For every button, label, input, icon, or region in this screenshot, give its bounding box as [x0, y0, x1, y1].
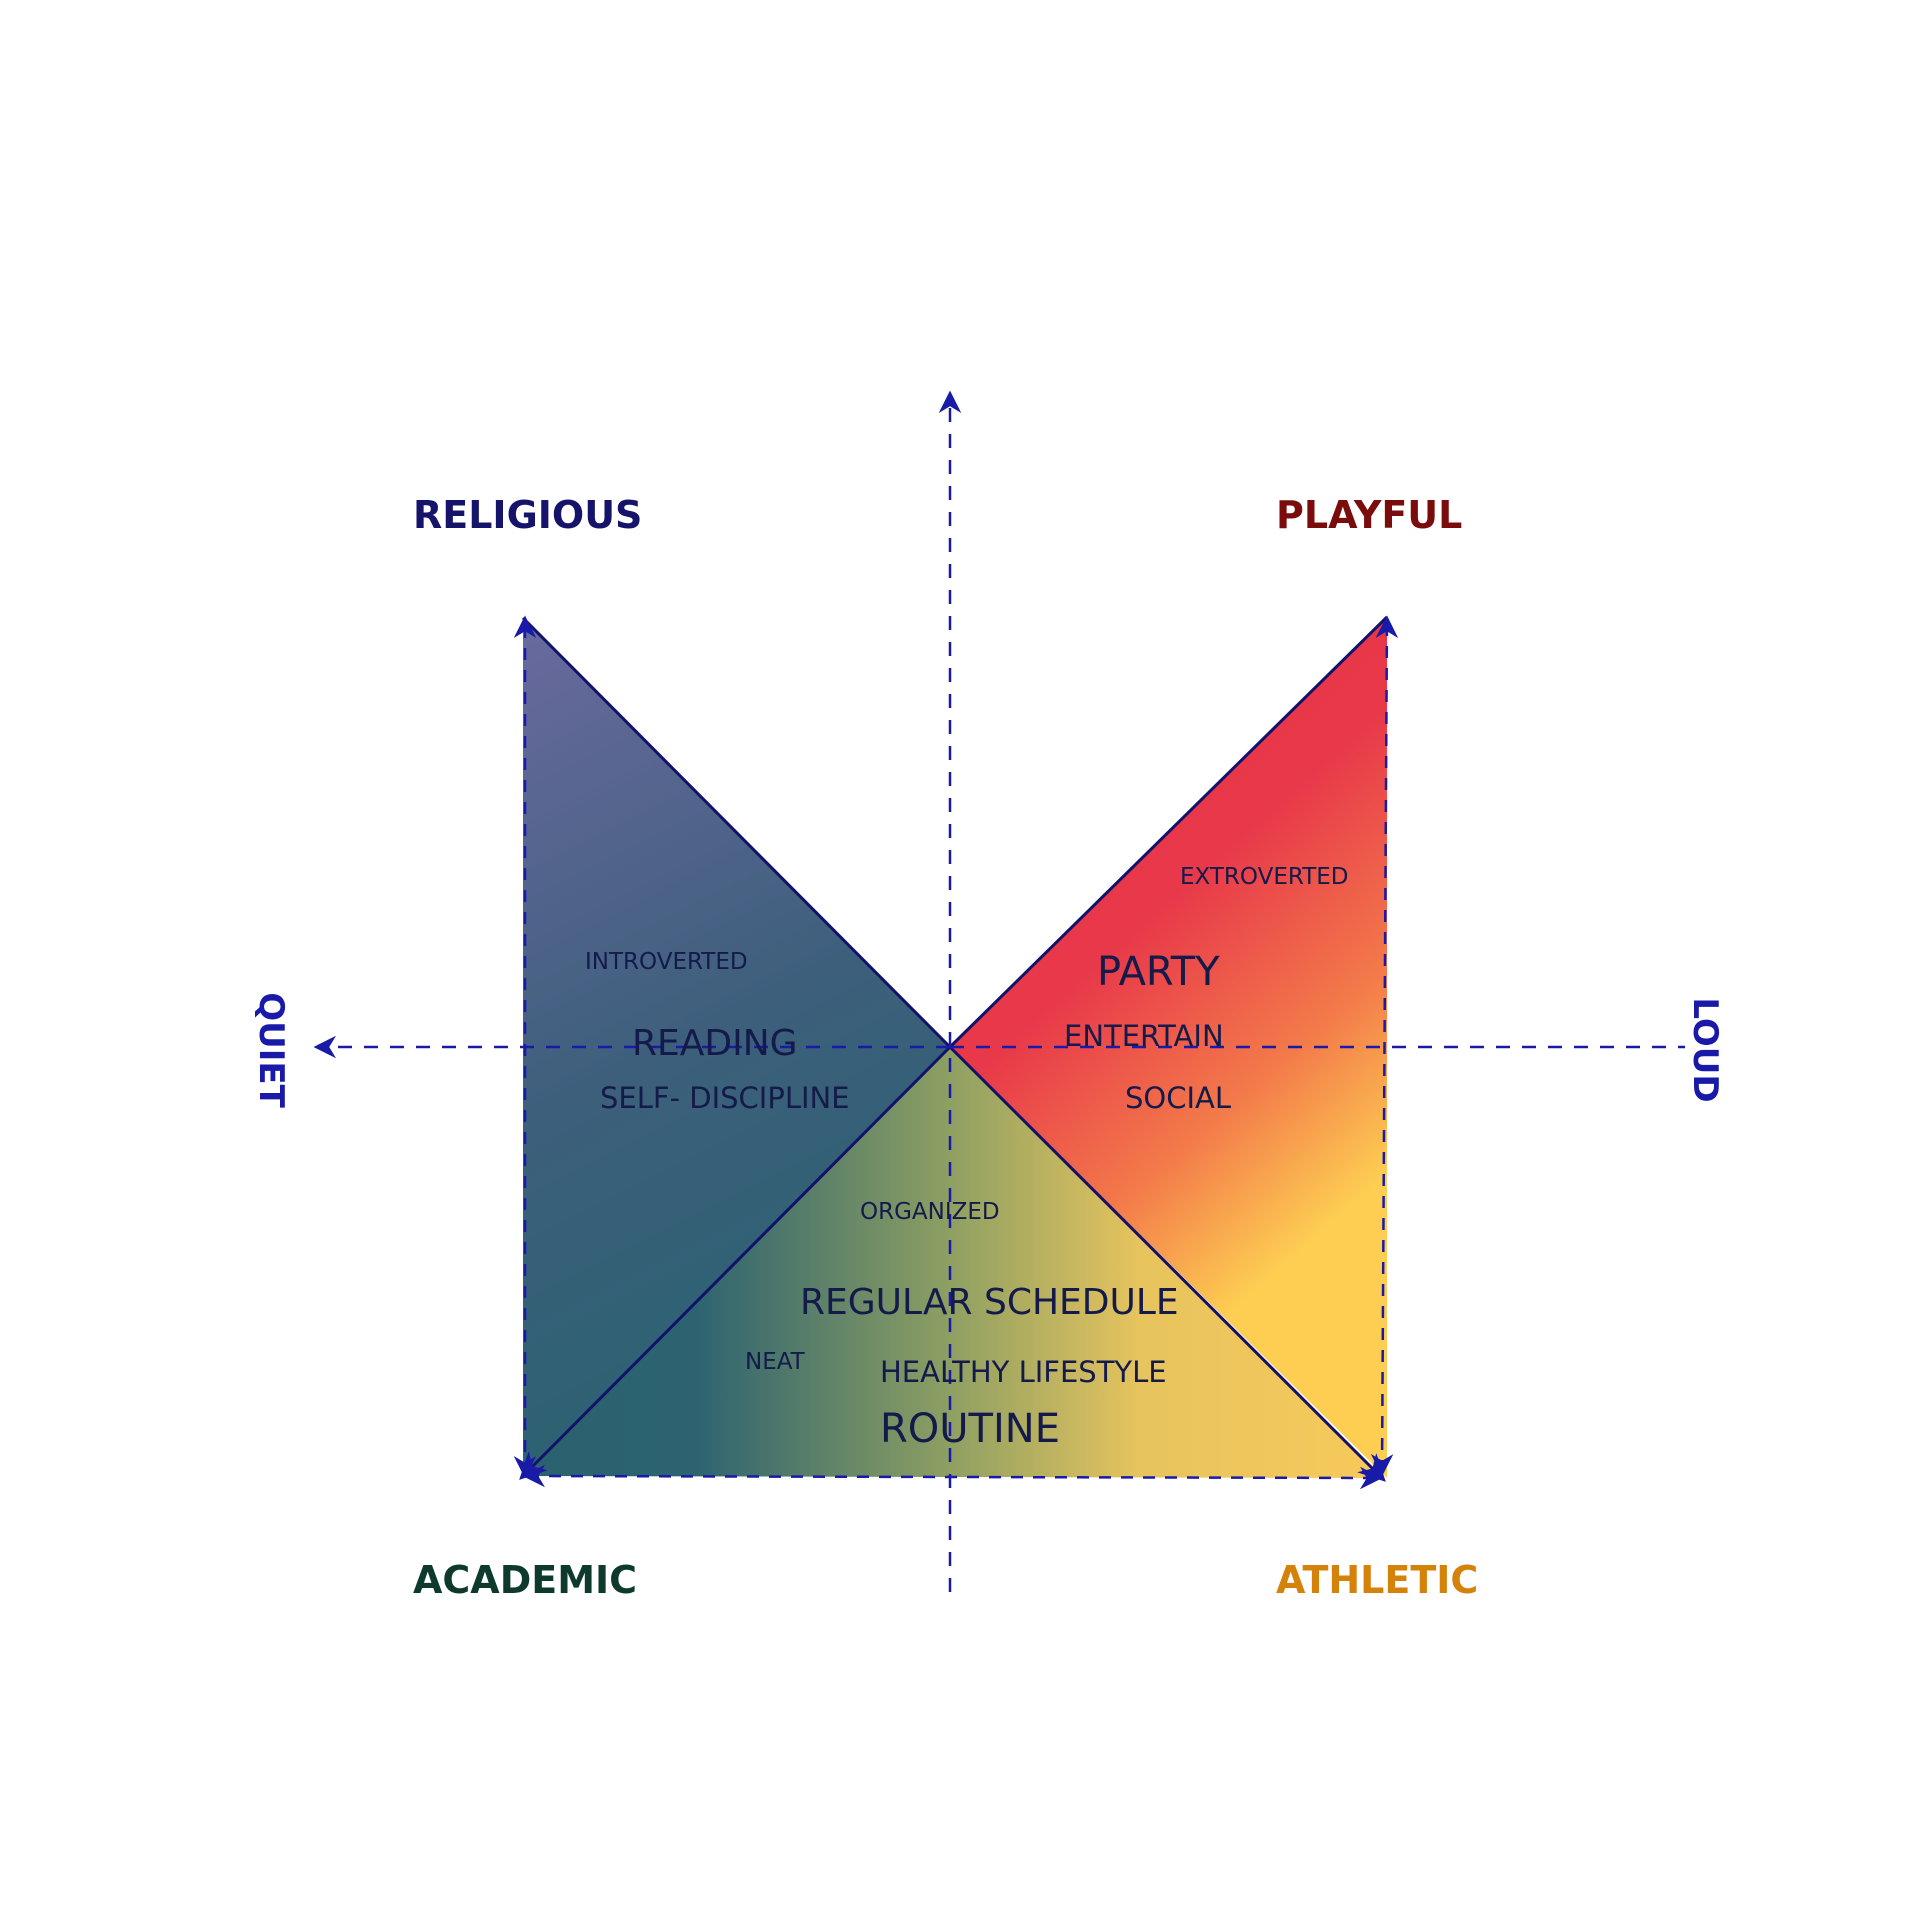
term-extroverted: EXTROVERTED — [1180, 864, 1348, 890]
axis-label-quiet: QUIET — [251, 992, 291, 1108]
corner-label-athletic: ATHLETIC — [1276, 1558, 1478, 1602]
term-social: SOCIAL — [1125, 1081, 1231, 1115]
term-healthy-lifestyle: HEALTHY LIFESTYLE — [880, 1355, 1167, 1389]
term-routine: ROUTINE — [880, 1406, 1060, 1452]
axis-label-loud: LOUD — [1685, 997, 1725, 1102]
diagonal-edge-top-left — [521, 616, 952, 1049]
corner-label-religious: RELIGIOUS — [413, 493, 642, 537]
term-party: PARTY — [1097, 949, 1220, 995]
term-regular-schedule: REGULAR SCHEDULE — [800, 1282, 1179, 1323]
bottom-frame-arrow — [522, 1464, 1383, 1490]
diagonal-edge-bottom-right — [948, 1045, 1386, 1482]
diagonal-edge-bottom-left — [519, 1045, 952, 1480]
bottom-region — [523, 1047, 1382, 1478]
corner-label-academic: ACADEMIC — [413, 1558, 637, 1602]
corner-label-playful: PLAYFUL — [1276, 493, 1462, 537]
right-frame-arrow — [1370, 615, 1399, 1477]
term-self-discipline: SELF- DISCIPLINE — [600, 1081, 850, 1115]
diagonal-edge-top-right — [948, 615, 1389, 1049]
term-introverted: INTROVERTED — [585, 949, 748, 975]
term-organized: ORGANIZED — [860, 1199, 1000, 1225]
term-reading: READING — [632, 1023, 798, 1064]
term-neat: NEAT — [745, 1349, 806, 1375]
term-entertain: ENTERTAIN — [1064, 1019, 1224, 1053]
